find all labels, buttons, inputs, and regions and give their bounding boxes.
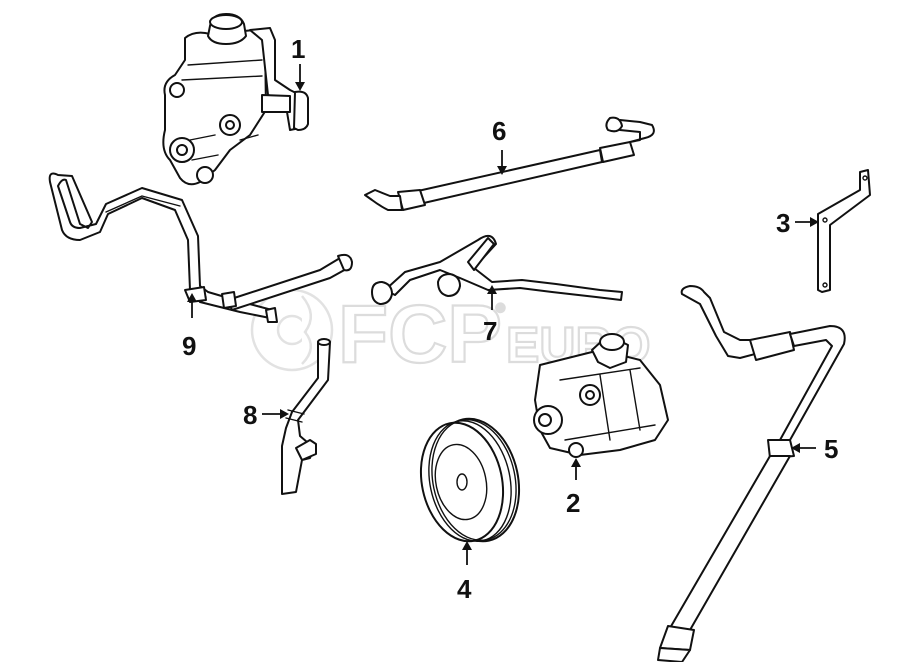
part-4-pulley[interactable]	[410, 411, 530, 550]
part-5-pressure-hose[interactable]	[657, 285, 846, 662]
callout-9-label: 9	[182, 331, 196, 361]
callout-9: 9	[182, 293, 197, 361]
callout-8: 8	[243, 400, 289, 430]
callout-1: 1	[291, 34, 305, 91]
callout-5: 5	[791, 434, 838, 464]
part-3-bracket[interactable]	[817, 169, 871, 293]
part-6-pressure-line[interactable]	[364, 116, 655, 211]
callout-4: 4	[457, 541, 472, 604]
part-2-pump[interactable]	[533, 333, 669, 458]
callout-2: 2	[566, 458, 581, 518]
callout-6: 6	[492, 116, 507, 175]
callout-3: 3	[776, 208, 819, 238]
callout-7-label: 7	[483, 316, 497, 346]
callout-1-label: 1	[291, 34, 305, 64]
part-9-cooler-line[interactable]	[48, 172, 353, 323]
part-1-pump-with-reservoir[interactable]	[162, 13, 309, 186]
callout-4-label: 4	[457, 574, 472, 604]
callout-7: 7	[483, 285, 497, 346]
callout-6-label: 6	[492, 116, 506, 146]
callout-5-label: 5	[824, 434, 838, 464]
callout-8-label: 8	[243, 400, 257, 430]
callout-2-label: 2	[566, 488, 580, 518]
part-8-suction-hose[interactable]	[281, 338, 331, 495]
watermark-registered: ®	[496, 301, 505, 315]
callout-3-label: 3	[776, 208, 790, 238]
watermark-brand-main: FCP	[338, 289, 502, 380]
part-7-return-line[interactable]	[371, 234, 623, 305]
